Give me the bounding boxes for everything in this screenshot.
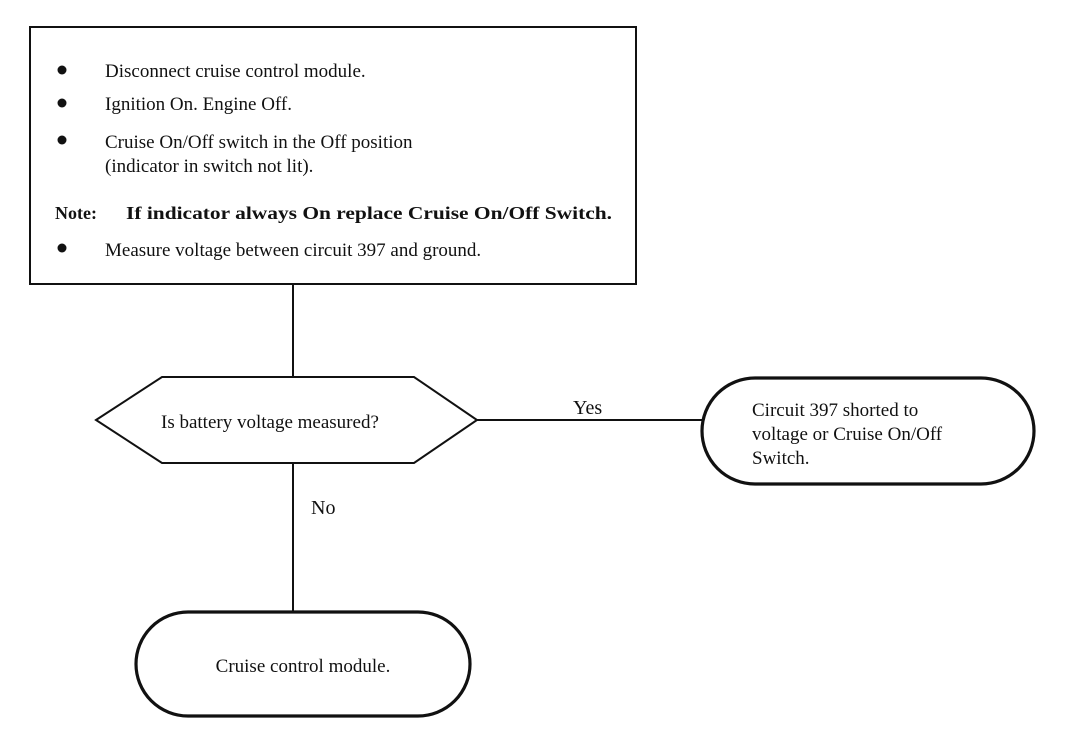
- step-item-measure-voltage: Measure voltage between circuit 397 and …: [105, 240, 481, 261]
- bullet-icon: [57, 135, 67, 145]
- step-item-ignition-on: Ignition On. Engine Off.: [105, 94, 292, 115]
- decision-question: Is battery voltage measured?: [161, 412, 379, 433]
- yes-result-line-1: Circuit 397 shorted to: [752, 400, 918, 421]
- no-result-terminal: [134, 610, 472, 718]
- step-item-disconnect-module: Disconnect cruise control module.: [105, 61, 366, 82]
- note-label: Note:: [55, 203, 97, 223]
- bullet-icon: [57, 65, 67, 75]
- bullet-icon: [57, 98, 67, 108]
- step-item-switch-off: Cruise On/Off switch in the Off position: [105, 132, 413, 153]
- yes-edge-label: Yes: [573, 397, 602, 419]
- procedure-steps-frame: [29, 26, 637, 285]
- yes-result-terminal: [700, 376, 1036, 486]
- no-edge-label: No: [311, 497, 335, 519]
- yes-result-node: Circuit 397 shorted to voltage or Cruise…: [700, 376, 1036, 486]
- decision-hexagon: [94, 376, 479, 464]
- no-result-node: Cruise control module.: [134, 610, 472, 718]
- note-text: If indicator always On replace Cruise On…: [126, 203, 612, 223]
- bullet-icon: [57, 243, 67, 253]
- decision-node: Is battery voltage measured?: [94, 376, 479, 464]
- yes-result-line-2: voltage or Cruise On/Off: [752, 424, 943, 445]
- yes-result-line-3: Switch.: [752, 448, 810, 469]
- no-result-text: Cruise control module.: [216, 656, 391, 677]
- procedure-steps-box: Disconnect cruise control module. Igniti…: [29, 26, 637, 285]
- step-item-switch-off-detail: (indicator in switch not lit).: [105, 156, 313, 177]
